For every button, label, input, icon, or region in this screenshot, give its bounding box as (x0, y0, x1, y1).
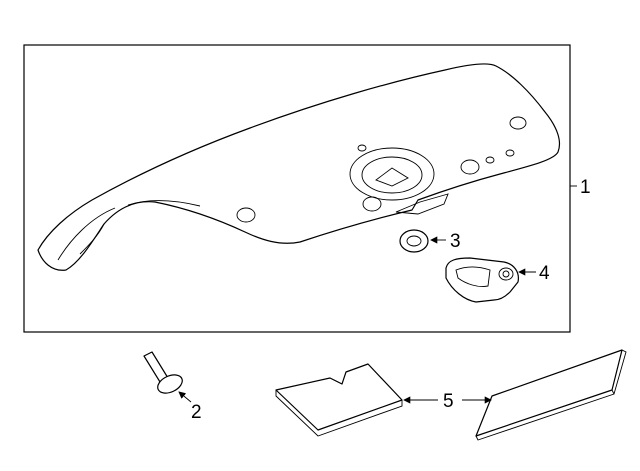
callout-2: 2 (191, 402, 202, 423)
callout-5: 5 (443, 391, 454, 412)
foam-pad-right (475, 349, 627, 441)
grommet (399, 229, 429, 253)
housing (445, 257, 519, 303)
callout-4: 4 (539, 263, 550, 284)
push-pin-fastener (143, 351, 183, 394)
assembly-frame (23, 44, 571, 333)
callout-1: 1 (580, 177, 591, 198)
leader-line-2 (178, 391, 192, 403)
trim-panel (37, 63, 561, 271)
foam-pad-left (275, 363, 403, 437)
callout-3: 3 (450, 231, 461, 252)
